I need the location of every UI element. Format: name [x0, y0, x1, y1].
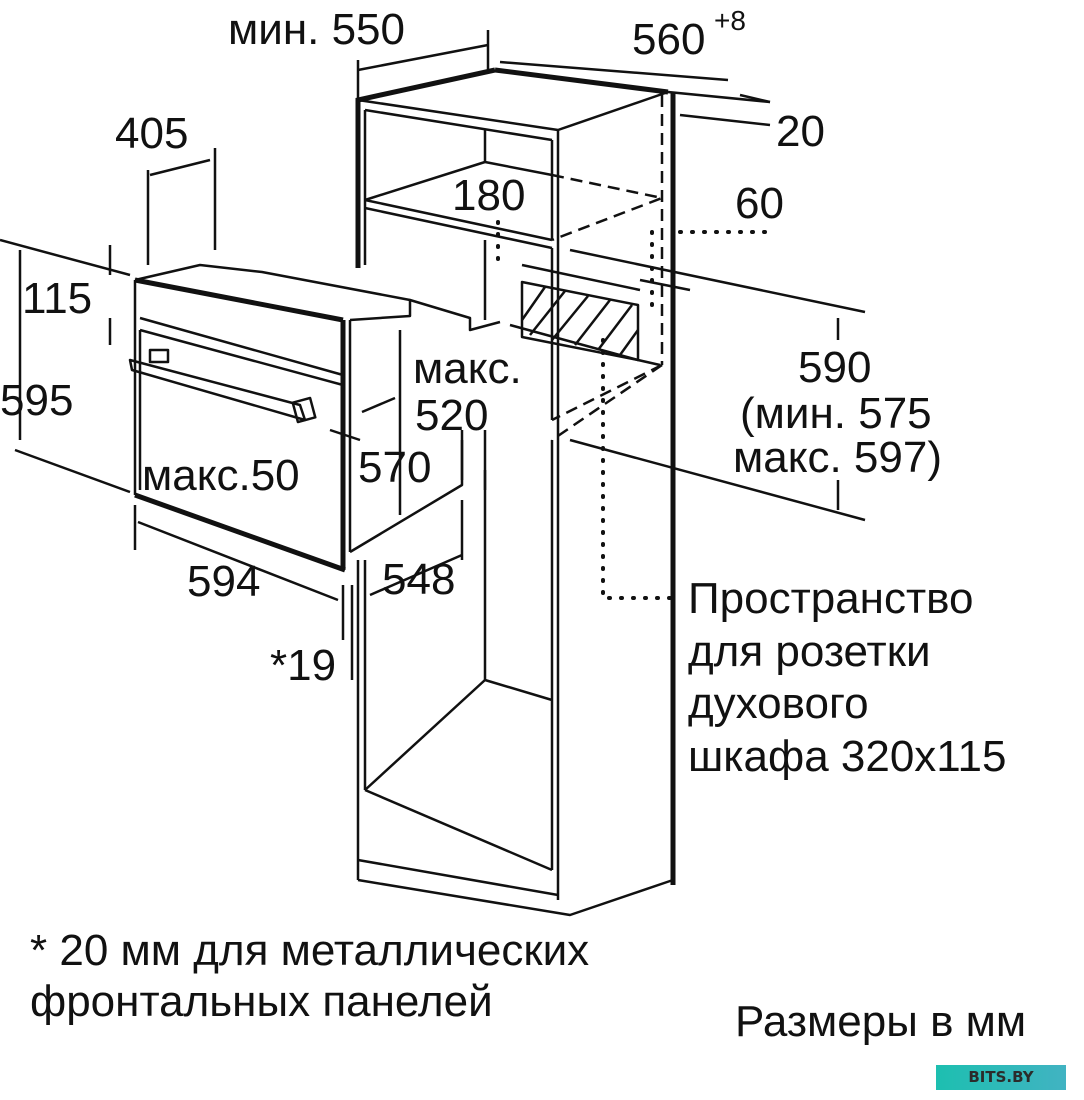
- dim-560: 560: [632, 15, 705, 64]
- dim-max-label: макс.: [413, 344, 522, 393]
- socket-note-line: шкафа 320x115: [688, 732, 1006, 781]
- footnote-line: * 20 мм для металлических: [30, 926, 589, 975]
- dim-520: 520: [415, 391, 488, 440]
- cabinet-outline: [355, 67, 676, 917]
- dim-max-50: макс.50: [142, 451, 300, 500]
- footnote-line: фронтальных панелей: [30, 977, 493, 1026]
- socket-leader-dots: [496, 220, 772, 600]
- units-note: Размеры в мм: [735, 997, 1026, 1046]
- dim-19: *19: [270, 641, 336, 690]
- dim-20: 20: [776, 107, 825, 156]
- socket-note-line: для розетки: [688, 627, 931, 676]
- dim-548: 548: [382, 555, 455, 604]
- dim-405: 405: [115, 109, 188, 158]
- dim-min-575: (мин. 575: [740, 389, 932, 438]
- socket-note: Пространство для розетки духового шкафа …: [688, 574, 1006, 781]
- dim-594: 594: [187, 557, 260, 606]
- socket-note-line: Пространство: [688, 574, 973, 623]
- socket-hatch: [520, 286, 640, 356]
- dim-570: 570: [358, 443, 431, 492]
- socket-note-line: духового: [688, 679, 869, 728]
- dim-590: 590: [798, 343, 871, 392]
- dim-560-tolerance: +8: [714, 5, 746, 36]
- dim-180: 180: [452, 171, 525, 220]
- dim-595: 595: [0, 376, 73, 425]
- dimension-lines: [0, 30, 866, 680]
- watermark-logo: BITS.BY: [936, 1065, 1066, 1090]
- dim-115: 115: [22, 274, 92, 323]
- dim-60: 60: [735, 179, 784, 228]
- dim-max-597: макс. 597): [733, 433, 942, 482]
- dim-min-550: мин. 550: [228, 5, 405, 54]
